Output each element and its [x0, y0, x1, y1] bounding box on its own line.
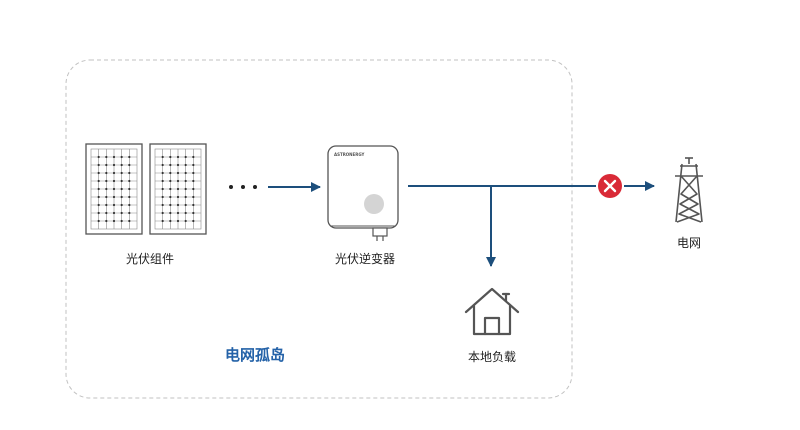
transmission-tower-icon: [675, 157, 703, 223]
solar-panels: [85, 143, 207, 235]
panels-label: 光伏组件: [125, 252, 175, 266]
grid-island-boundary: [65, 59, 573, 399]
ellipsis-icon: [229, 185, 257, 189]
inverter-brand: ASTRONERGY: [334, 152, 365, 157]
close-icon: [598, 174, 622, 198]
solar-panel-icon: [85, 143, 143, 235]
inverter-icon: ASTRONERGY: [327, 145, 399, 241]
solar-panel-icon: [149, 143, 207, 235]
inverter-label: 光伏逆变器: [334, 252, 396, 266]
house-icon: [464, 287, 520, 336]
inverter-knob: [364, 194, 384, 214]
island-label: 电网孤岛: [224, 346, 286, 364]
load-label: 本地负载: [467, 350, 517, 364]
grid-label: 电网: [676, 236, 702, 250]
